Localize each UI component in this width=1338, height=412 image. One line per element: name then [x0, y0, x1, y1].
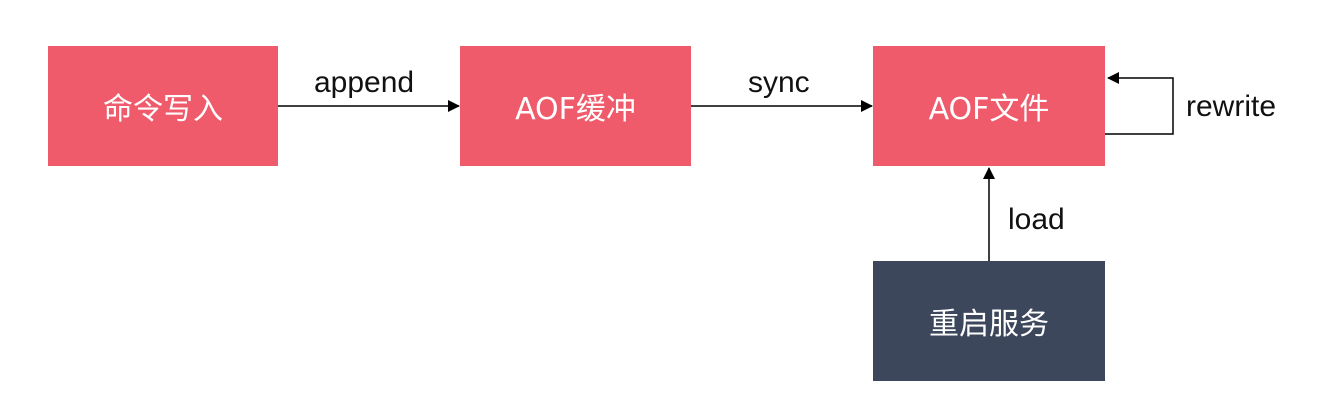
node-command-write: 命令写入 — [48, 46, 278, 166]
node-aof-buffer-label: AOF缓冲 — [515, 92, 636, 127]
node-restart-service: 重启服务 — [873, 261, 1105, 381]
node-restart-service-label: 重启服务 — [929, 307, 1049, 342]
node-aof-buffer: AOF缓冲 — [460, 46, 691, 166]
node-aof-file-label: AOF文件 — [928, 92, 1050, 127]
edge-rewrite-arrow — [1105, 72, 1174, 135]
edge-load-label: load — [1008, 203, 1065, 236]
edge-append-label: append — [314, 66, 415, 99]
node-command-write-label: 命令写入 — [103, 92, 223, 127]
edge-rewrite-label: rewrite — [1186, 90, 1277, 123]
edge-sync-label: sync — [748, 66, 810, 99]
node-aof-file: AOF文件 — [873, 46, 1105, 166]
